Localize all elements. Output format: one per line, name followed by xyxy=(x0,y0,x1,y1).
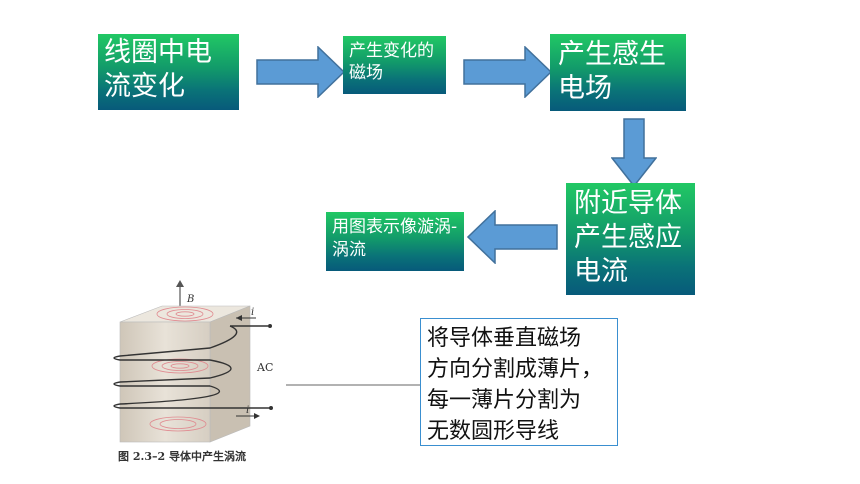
eddy-current-figure: B i i AC xyxy=(113,280,420,443)
figure-caption: 图 2.3–2 导体中产生涡流 xyxy=(118,450,246,463)
left-arrow xyxy=(467,210,558,264)
box-induced-current-in-conductor: 附近导体产生感应电流 xyxy=(566,183,695,295)
note-line-1: 将导体垂直磁场 xyxy=(427,326,582,351)
note-line-4: 无数圆形导线 xyxy=(427,419,560,444)
i-label-top: i xyxy=(251,307,254,318)
box-changing-magnetic-field: 产生变化的磁场 xyxy=(343,36,446,94)
ac-label: AC xyxy=(256,361,273,374)
i-label-bottom: i xyxy=(246,405,249,416)
box-induced-current-in-conductor-text: 附近导体产生感应电流 xyxy=(574,188,682,287)
right-arrow-1 xyxy=(256,46,346,98)
right-arrow-2 xyxy=(463,46,553,98)
down-arrow xyxy=(611,118,657,188)
box-coil-current-change: 线圈中电流变化 xyxy=(98,34,239,110)
note-box: 将导体垂直磁场 方向分割成薄片， 每一薄片分割为 无数圆形导线 xyxy=(420,318,618,446)
box-represent-with-figure: 用图表示像漩涡-涡流 xyxy=(326,212,464,271)
box-represent-with-figure-text: 用图表示像漩涡-涡流 xyxy=(332,217,458,260)
note-line-3: 每一薄片分割为 xyxy=(427,388,582,413)
box-induced-electric-field: 产生感生电场 xyxy=(550,34,686,111)
box-changing-magnetic-field-text: 产生变化的磁场 xyxy=(349,41,434,83)
b-label: B xyxy=(186,294,194,305)
box-coil-current-change-text: 线圈中电流变化 xyxy=(104,37,212,102)
box-induced-electric-field-text: 产生感生电场 xyxy=(558,39,666,104)
note-line-2: 方向分割成薄片， xyxy=(427,357,604,382)
